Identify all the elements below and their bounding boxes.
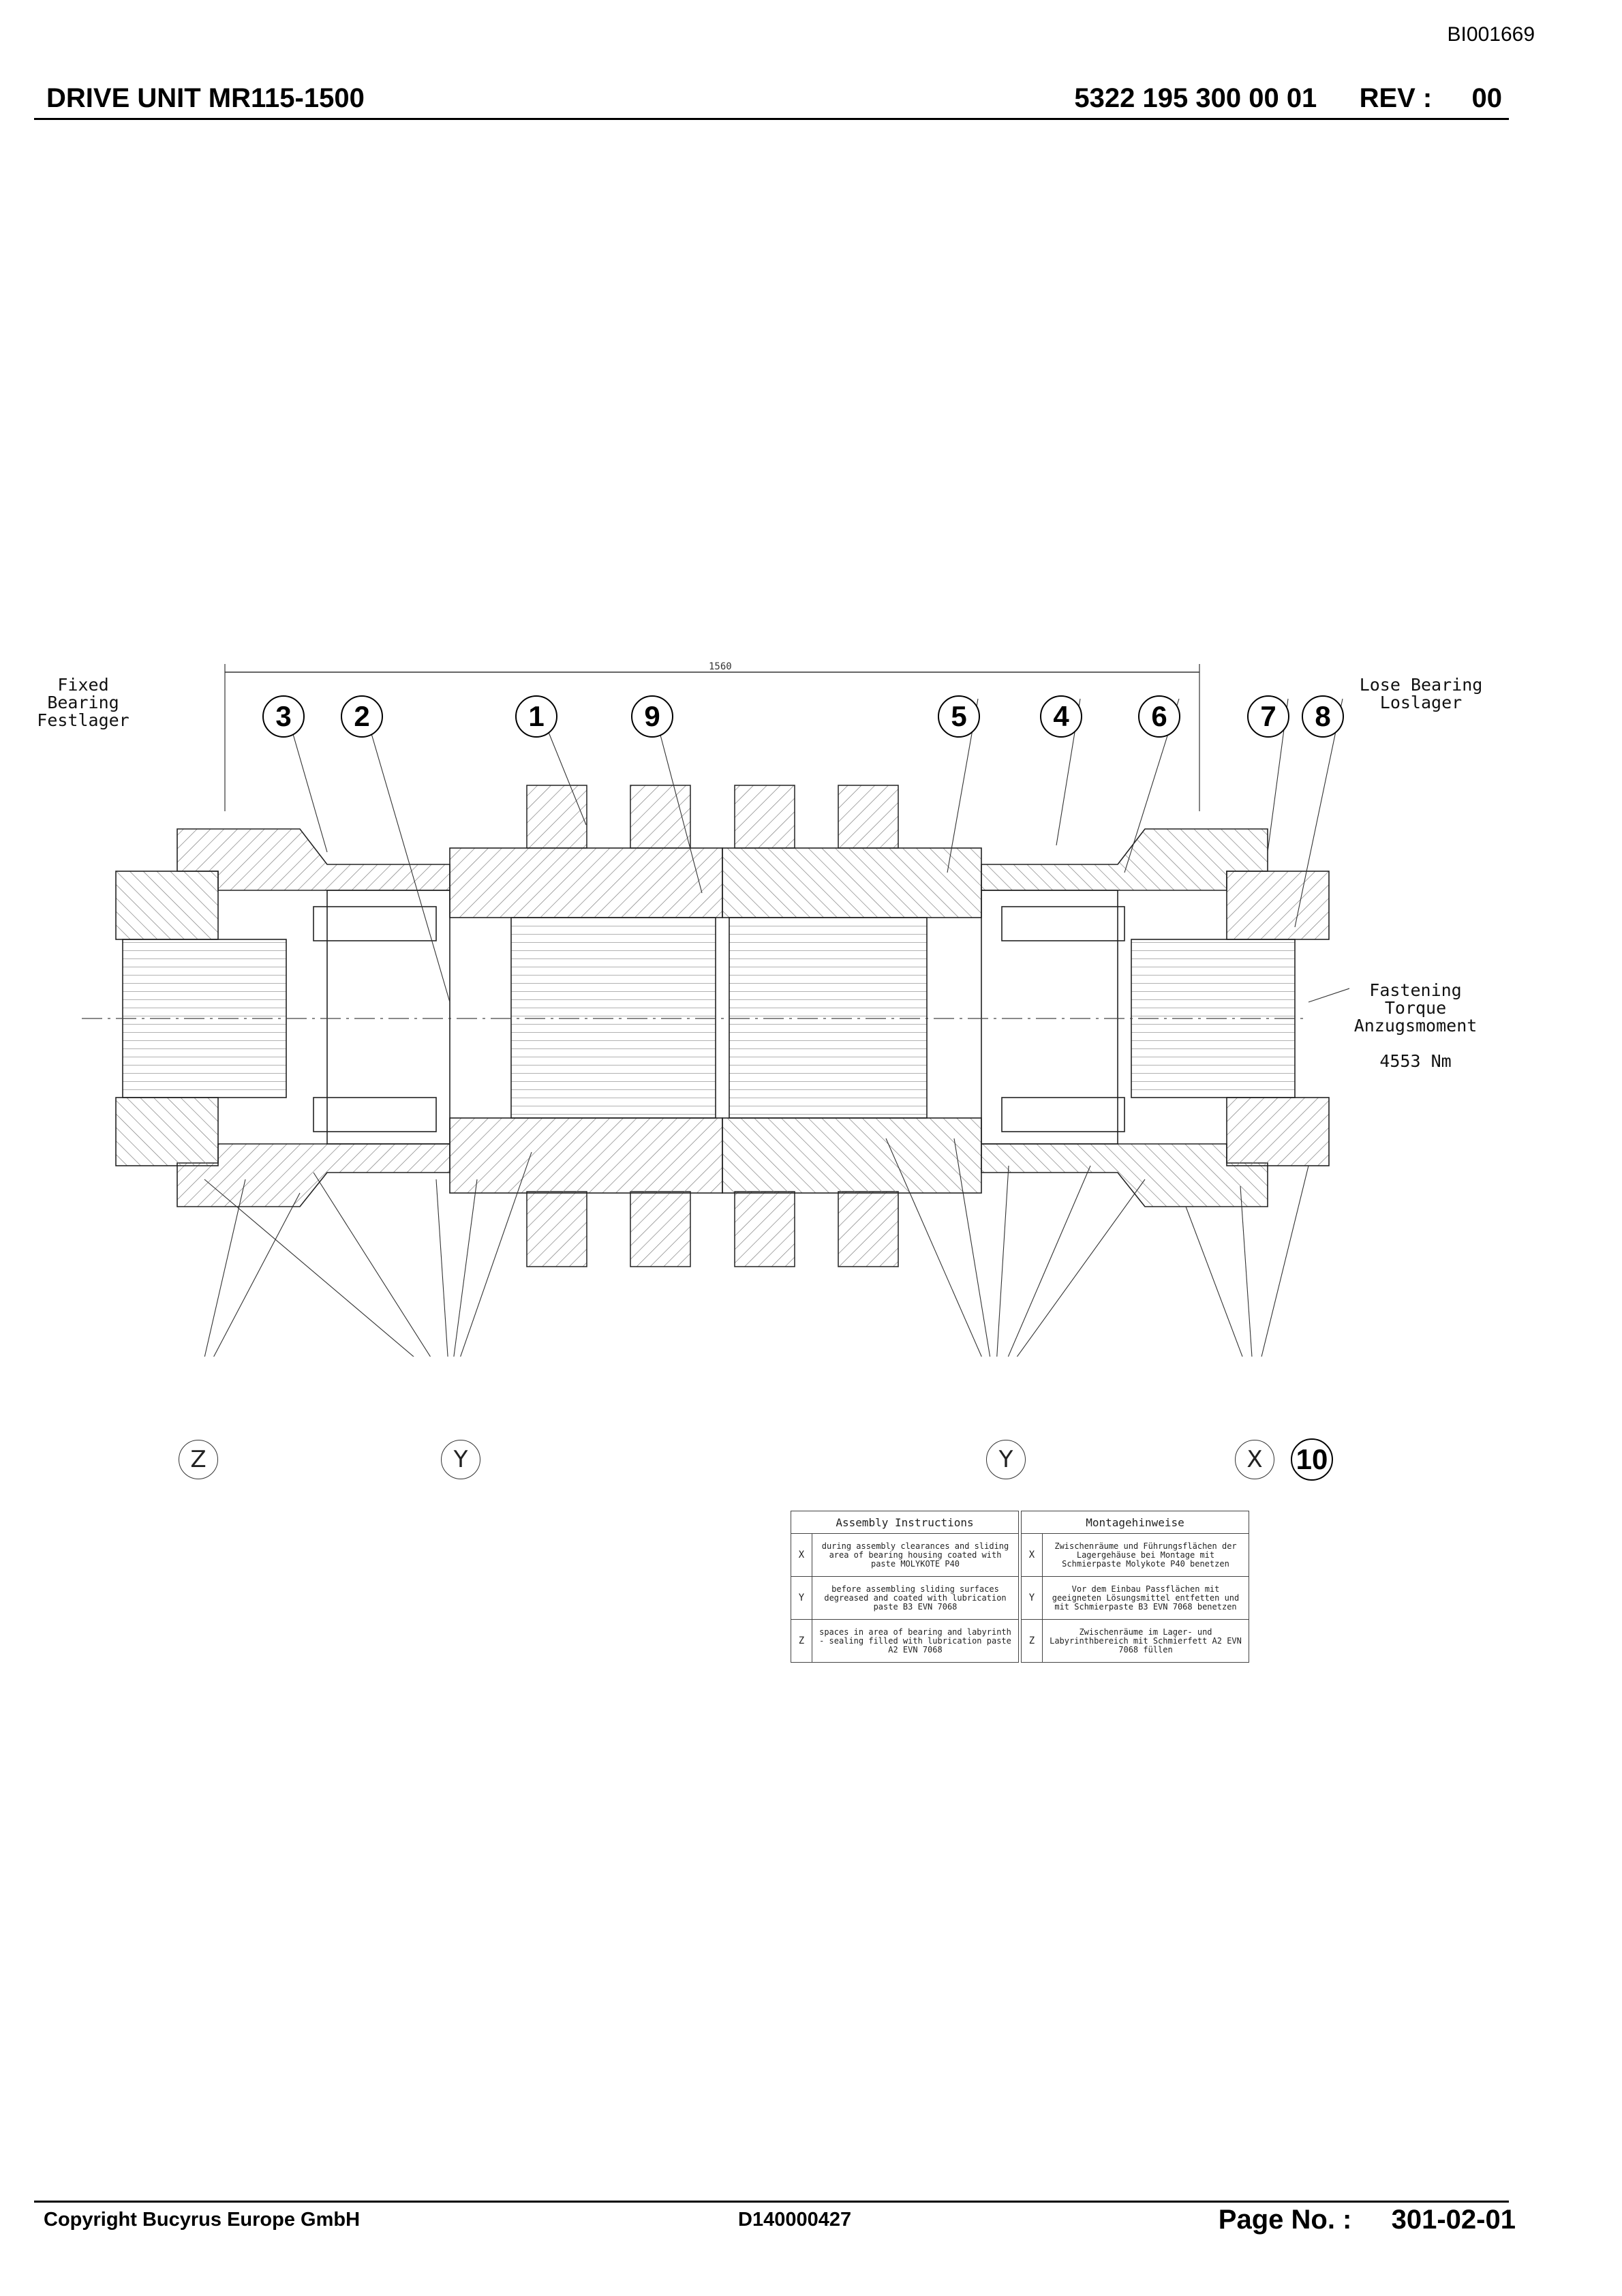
table-row: Y Vor dem Einbau Passflächen mit geeigne… <box>1021 1576 1249 1620</box>
callout-3: 3 <box>262 695 305 738</box>
leader-lines <box>197 698 1371 1388</box>
callout-7: 7 <box>1247 695 1289 738</box>
drive-unit-drawing: Fixed Bearing Festlager 1560 <box>27 648 1371 1388</box>
fastening-torque-label-en: Fastening Torque <box>1369 980 1462 1018</box>
marker-x: X <box>1235 1440 1274 1479</box>
row-key: Y <box>791 1576 812 1620</box>
gear-teeth-top <box>526 785 899 849</box>
header-rule <box>34 118 1509 120</box>
table-row: Z spaces in area of bearing and labyrint… <box>791 1619 1019 1663</box>
table-row: X Zwischenräume und Führungsflächen der … <box>1021 1533 1249 1577</box>
row-key: X <box>791 1533 812 1577</box>
row-text: during assembly clearances and sliding a… <box>812 1533 1019 1577</box>
rev-value: 00 <box>1471 83 1503 113</box>
fastening-torque-value: 4553 Nm <box>1379 1051 1452 1071</box>
fixed-bearing-label-en: Fixed Bearing <box>47 675 119 712</box>
housing-right <box>981 828 1330 1207</box>
document-title: DRIVE UNIT MR115-1500 <box>46 83 365 113</box>
fastening-torque-label-de: Anzugsmoment <box>1353 1016 1478 1036</box>
callout-2: 2 <box>341 695 383 738</box>
assembly-instructions-table: Assembly Instructions X during assembly … <box>791 1511 1019 1663</box>
lose-bearing-label-de: Loslager <box>1379 693 1463 712</box>
cross-section-svg <box>82 664 1371 1388</box>
marker-y-right: Y <box>986 1440 1026 1479</box>
row-text: Vor dem Einbau Passflächen mit geeignete… <box>1042 1576 1249 1620</box>
table-row: Z Zwischenräume im Lager- und Labyrinthb… <box>1021 1619 1249 1663</box>
row-text: Zwischenräume und Führungsflächen der La… <box>1042 1533 1249 1577</box>
row-key: Z <box>1021 1619 1043 1663</box>
montagehinweise-table: Montagehinweise X Zwischenräume und Führ… <box>1021 1511 1249 1663</box>
row-text: before assembling sliding surfaces degre… <box>812 1576 1019 1620</box>
page-label: Page No. : <box>1218 2205 1352 2235</box>
page-number: Page No. : 301-02-01 <box>1219 2205 1516 2235</box>
footer-rule <box>34 2201 1509 2203</box>
lose-bearing-note: Lose Bearing Loslager <box>1353 676 1489 712</box>
row-key: Z <box>791 1619 812 1663</box>
callout-8: 8 <box>1302 695 1344 738</box>
callout-6: 6 <box>1138 695 1180 738</box>
callout-5: 5 <box>938 695 980 738</box>
fastening-torque-note: Fastening Torque Anzugsmoment 4553 Nm <box>1344 982 1487 1070</box>
assembly-table-title: Assembly Instructions <box>791 1511 1019 1534</box>
lose-bearing-label-en: Lose Bearing <box>1359 675 1483 695</box>
gear-teeth-bottom <box>526 1191 899 1267</box>
page-value: 301-02-01 <box>1391 2205 1516 2235</box>
row-text: spaces in area of bearing and labyrinth … <box>812 1619 1019 1663</box>
document-id: BI001669 <box>1447 23 1535 46</box>
table-row: Y before assembling sliding surfaces deg… <box>791 1576 1019 1620</box>
housing-left <box>115 828 450 1207</box>
montage-table-title: Montagehinweise <box>1021 1511 1249 1534</box>
table-row: X during assembly clearances and sliding… <box>791 1533 1019 1577</box>
drawing-number: D140000427 <box>738 2209 852 2231</box>
row-key: X <box>1021 1533 1043 1577</box>
callout-10: 10 <box>1291 1438 1333 1481</box>
row-key: Y <box>1021 1576 1043 1620</box>
hub-body <box>449 847 982 1194</box>
row-text: Zwischenräume im Lager- und Labyrinthber… <box>1042 1619 1249 1663</box>
dimension-line <box>224 664 1200 811</box>
marker-y-left: Y <box>441 1440 480 1479</box>
part-number-block: 5322 195 300 00 01 REV : 00 <box>1074 83 1502 114</box>
fixed-bearing-label-de: Festlager <box>37 710 129 730</box>
callout-4: 4 <box>1040 695 1082 738</box>
fixed-bearing-note: Fixed Bearing Festlager <box>22 676 144 729</box>
copyright: Copyright Bucyrus Europe GmbH <box>44 2209 361 2231</box>
part-number: 5322 195 300 00 01 <box>1074 83 1317 113</box>
rev-label: REV : <box>1359 83 1433 113</box>
dimension-value: 1560 <box>709 661 732 672</box>
callout-9: 9 <box>631 695 673 738</box>
callout-1: 1 <box>515 695 557 738</box>
marker-z: Z <box>179 1440 218 1479</box>
